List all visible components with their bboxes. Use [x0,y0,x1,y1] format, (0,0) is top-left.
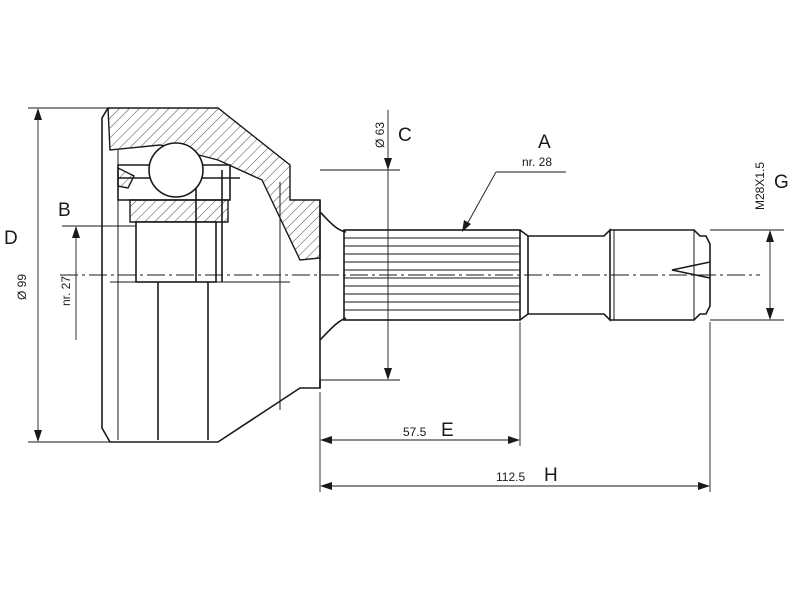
label-g: G [774,172,789,193]
label-b: B [58,200,71,221]
dimension-c [320,110,400,381]
dimension-g [710,229,784,321]
label-e: E [441,420,454,441]
label-c-value: Ø 63 [373,122,387,148]
label-a: A [538,132,551,153]
label-d-value: Ø 99 [15,274,29,300]
label-h-value: 112.5 [496,470,525,484]
label-h: H [544,465,558,486]
label-g-value: M28X1.5 [753,162,767,210]
dimension-h [320,322,711,492]
label-b-sub: nr. 27 [59,276,73,306]
inner-race [117,142,240,283]
plain-shaft [528,228,611,322]
dimension-b [62,225,136,340]
dimension-e [319,322,521,492]
ball-bearing [148,142,204,198]
dimension-d [28,107,110,443]
label-c: C [398,125,412,146]
label-e-value: 57.5 [403,425,427,439]
label-d: D [4,228,18,249]
label-a-sub: nr. 28 [522,155,552,169]
leader-a [462,171,566,232]
